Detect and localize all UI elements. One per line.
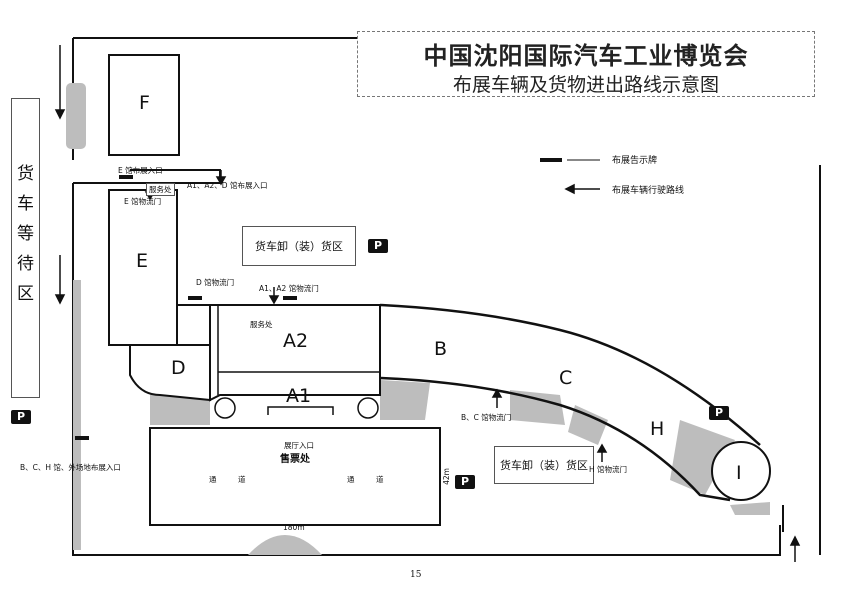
parking-sign-4: P (709, 406, 729, 420)
title-box: 中国沈阳国际汽车工业博览会 布展车辆及货物进出路线示意图 (357, 31, 815, 97)
hall-e (108, 189, 178, 346)
bc-logistics-gate-label: B、C 馆物流门 (461, 413, 512, 422)
ticket-office-label: 售票处 (280, 454, 310, 465)
hall-bch-top (379, 303, 761, 446)
tower-right (357, 397, 379, 419)
hall-h-label: H (650, 418, 665, 440)
unloading-zone-2: 货车卸（装）货区 (494, 446, 594, 484)
parking-sign-3: P (455, 475, 475, 489)
title-main: 中国沈阳国际汽车工业博览会 (423, 42, 749, 70)
passage-char-3: 通 (347, 475, 355, 484)
hall-i (711, 441, 771, 501)
hall-i-label: I (736, 462, 742, 484)
hall-a2-label: A2 (283, 330, 309, 352)
passage-char-4: 道 (376, 475, 384, 484)
a1a2d-entrance-label: A1、A2、D 馆布展入口 (187, 181, 268, 190)
unloading-zone-1: 货车卸（装）货区 (242, 226, 356, 266)
legend-sign: 布展告示牌 (540, 153, 740, 167)
e-logistics-gate-label: E 馆物流门 (124, 197, 162, 206)
hall-bch-bottom (379, 376, 731, 502)
hall-d-label: D (171, 357, 186, 379)
hall-f-label: F (139, 92, 150, 114)
legend-sign-label: 布展告示牌 (612, 156, 658, 166)
d-logistics-gate-label: D 馆物流门 (196, 278, 235, 287)
legend-route: 布展车辆行驶路线 (540, 183, 740, 197)
legend-route-label: 布展车辆行驶路线 (612, 186, 685, 196)
passage-char-2: 道 (238, 475, 246, 484)
a1a2-logistics-gate-label: A1、A2 馆物流门 (259, 284, 319, 293)
hall-d (129, 344, 211, 402)
h-logistics-gate-label: H 馆物流门 (589, 465, 628, 474)
hall-a (177, 304, 381, 402)
parking-sign-1: P (368, 239, 388, 253)
height-label: 42m (441, 468, 451, 485)
service-label-2: 服务处 (250, 320, 273, 329)
width-label: 180m (283, 523, 305, 532)
bch-entrance-label: B、C、H 馆、外场地布展入口 (20, 463, 121, 472)
page-number: 15 (410, 570, 422, 580)
hall-entrance-label: 展厅入口 (284, 441, 314, 450)
passage-char-1: 通 (209, 475, 217, 484)
sign-bars (75, 158, 562, 440)
hall-e-label: E (136, 250, 149, 272)
truck-waiting-area: 货 车 等 待 区 (11, 98, 40, 398)
main-building (149, 427, 441, 526)
truck-waiting-label: 货 车 等 待 区 (17, 164, 34, 304)
tower-left (214, 397, 236, 419)
hall-c-label: C (559, 367, 573, 389)
parking-sign-2: P (11, 410, 31, 424)
arrows (54, 45, 801, 562)
hall-f (108, 54, 180, 156)
service-label-1: 服务处 (146, 183, 175, 196)
hall-b-label: B (434, 338, 448, 360)
shaded-areas (66, 83, 770, 555)
e-entrance-label: E 馆布展入口 (118, 166, 163, 175)
title-subtitle: 布展车辆及货物进出路线示意图 (452, 74, 719, 96)
hall-a1-label: A1 (286, 385, 312, 407)
